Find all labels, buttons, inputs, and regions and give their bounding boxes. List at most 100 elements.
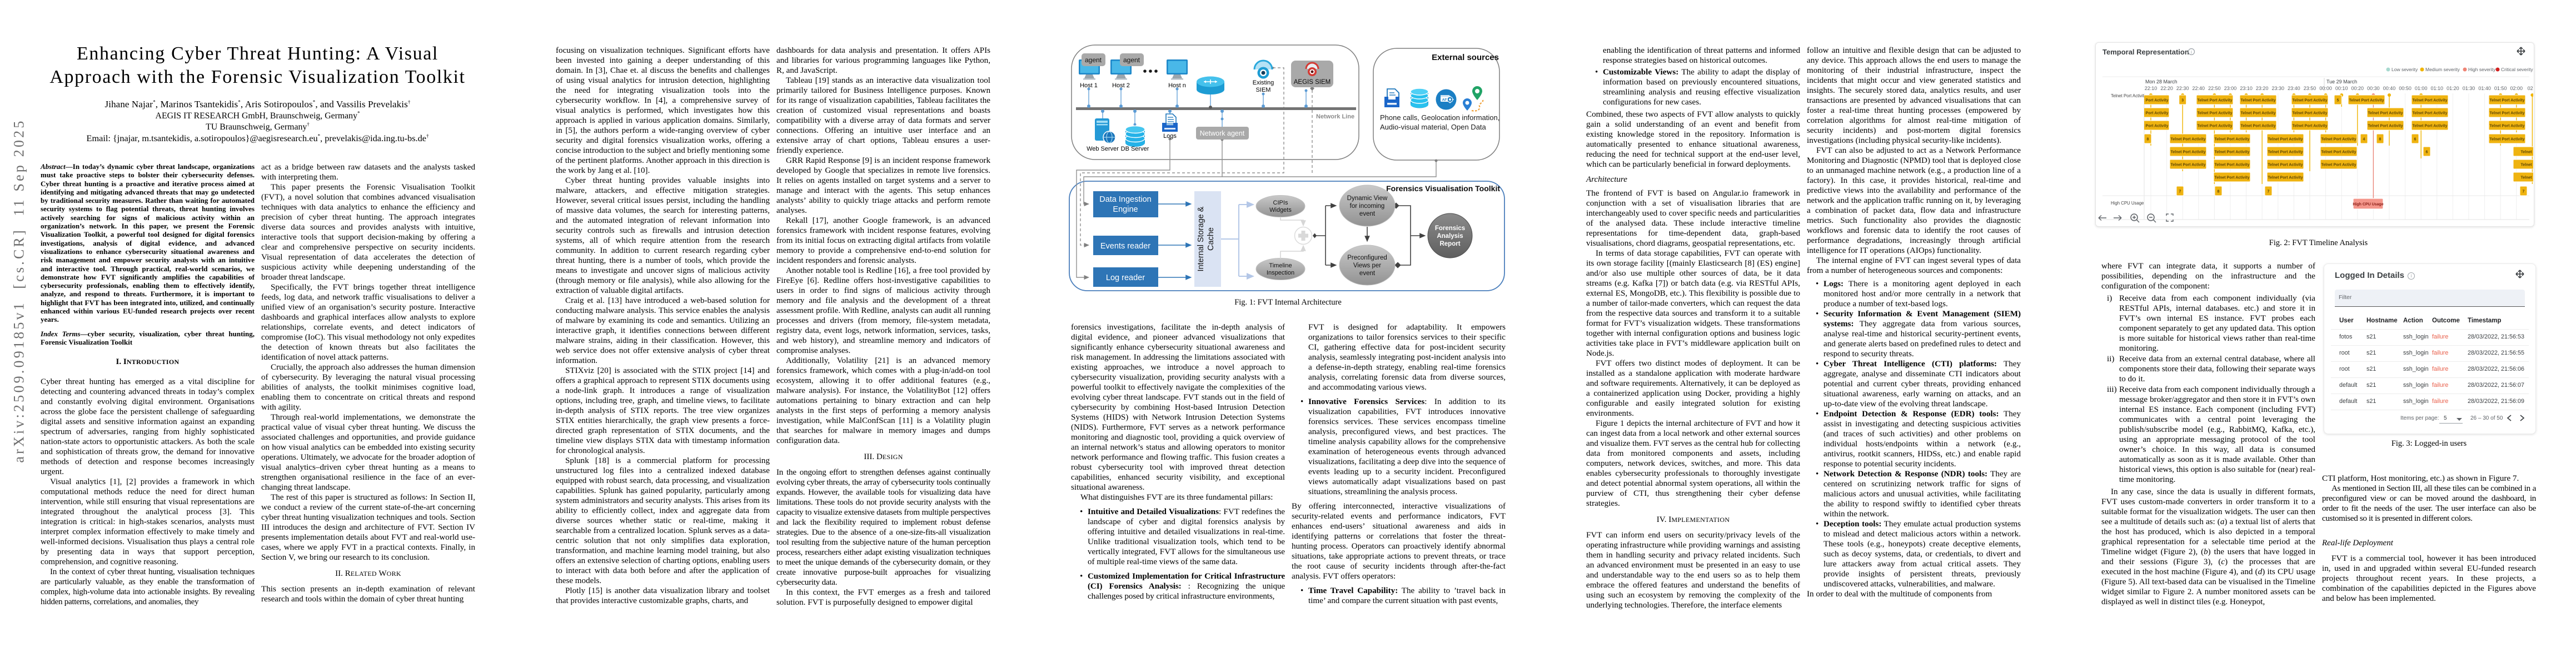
svg-text:Timeline: Timeline — [1269, 262, 1292, 269]
svg-text:Telnet Port Activity: Telnet Port Activity — [2197, 125, 2232, 128]
svg-text:Telnet Port Activity: Telnet Port Activity — [2368, 125, 2403, 128]
svg-text:Forensics: Forensics — [1435, 225, 1465, 232]
svg-text:00:30: 00:30 — [2367, 86, 2380, 91]
svg-text:Telnet Port Activity: Telnet Port Activity — [2133, 125, 2168, 128]
svg-text:02:00: 02:00 — [2510, 86, 2523, 91]
svg-text:23:30: 23:30 — [2272, 86, 2285, 91]
svg-text:Telnet Port Activity: Telnet Port Activity — [2321, 163, 2356, 167]
svg-text:5: 5 — [2337, 99, 2339, 103]
svg-text:Telnet Port Activity: Telnet Port Activity — [2197, 112, 2232, 116]
svg-text:for incoming: for incoming — [1350, 203, 1385, 210]
svg-text:Events reader: Events reader — [1100, 242, 1150, 251]
svg-text:Telnet Port Activity: Telnet Port Activity — [2292, 99, 2327, 103]
svg-text:7: 7 — [2179, 190, 2181, 194]
svg-text:Telnet Port Activity: Telnet Port Activity — [2170, 163, 2205, 167]
svg-text:7: 7 — [2523, 190, 2525, 194]
svg-text:Telnet Port Activity: Telnet Port Activity — [2240, 99, 2275, 103]
svg-text:02:1: 02:1 — [2528, 86, 2533, 91]
svg-text:Existing: Existing — [1253, 79, 1274, 86]
svg-text:Telnet Port Activity: Telnet Port Activity — [2170, 151, 2205, 155]
svg-text:Telnet Port Activity: Telnet Port Activity — [2240, 125, 2275, 128]
svg-text:Tue 29 March: Tue 29 March — [2326, 79, 2357, 84]
svg-text:DB Server: DB Server — [1121, 146, 1149, 152]
svg-text:01:10: 01:10 — [2431, 86, 2444, 91]
svg-text:i: i — [2191, 49, 2192, 55]
svg-text:23:00: 23:00 — [2224, 86, 2237, 91]
svg-text:Telnet Port Activity: Telnet Port Activity — [2268, 176, 2303, 180]
svg-text:Telnet Port Activity: Telnet Port Activity — [2214, 176, 2249, 180]
svg-text:01:50: 01:50 — [2494, 86, 2507, 91]
svg-text:Engine: Engine — [1113, 205, 1138, 214]
svg-text:CIPIs: CIPIs — [1273, 200, 1288, 206]
svg-text:SIEM: SIEM — [1256, 87, 1271, 93]
svg-text:00:20: 00:20 — [2351, 86, 2364, 91]
svg-text:23:50: 23:50 — [2304, 86, 2316, 91]
svg-text:Low severity: Low severity — [2391, 67, 2418, 72]
svg-text:Preconfigured: Preconfigured — [1347, 255, 1387, 261]
svg-text:00:00: 00:00 — [2319, 86, 2332, 91]
svg-text:Telnet Po: Telnet Po — [2521, 151, 2533, 155]
svg-text:23:20: 23:20 — [2256, 86, 2269, 91]
svg-text:23:40: 23:40 — [2288, 86, 2300, 91]
svg-text:Telnet Port Activity: Telnet Port Activity — [2412, 112, 2447, 116]
svg-text:event: event — [1359, 211, 1376, 217]
svg-text:Host 2: Host 2 — [1112, 82, 1130, 89]
svg-text:00:10: 00:10 — [2335, 86, 2348, 91]
svg-text:Telnet Port Activity: Telnet Port Activity — [2489, 112, 2524, 116]
svg-text:AEGIS SIEM: AEGIS SIEM — [1294, 79, 1331, 86]
svg-text:Telnet Port Activity: Telnet Port Activity — [2489, 99, 2524, 103]
svg-text:Cache: Cache — [1207, 227, 1215, 251]
svg-text:Telnet Port Activity: Telnet Port Activity — [2292, 125, 2327, 128]
svg-text:22:40: 22:40 — [2193, 86, 2205, 91]
svg-text:Telnet Port Activity: Telnet Port Activity — [2111, 93, 2146, 98]
svg-text:Telnet Port Activity: Telnet Port Activity — [2214, 163, 2249, 167]
svg-text:4: 4 — [2363, 138, 2365, 142]
svg-text:Telnet Po: Telnet Po — [2521, 163, 2533, 167]
svg-text:Telnet Port Activity: Telnet Port Activity — [2133, 112, 2168, 116]
svg-text:00:40: 00:40 — [2383, 86, 2396, 91]
svg-text:Inspection: Inspection — [1267, 270, 1294, 276]
svg-text:Telnet Port Activity: Telnet Port Activity — [2349, 99, 2384, 103]
svg-text:Data Ingestion: Data Ingestion — [1099, 195, 1152, 204]
svg-text:22:10: 22:10 — [2145, 86, 2158, 91]
svg-text:Widgets: Widgets — [1269, 207, 1292, 213]
svg-text:Log reader: Log reader — [1106, 273, 1145, 282]
svg-text:01:20: 01:20 — [2447, 86, 2459, 91]
svg-text:Telnet Port Activity: Telnet Port Activity — [2268, 138, 2303, 142]
svg-text:00:50: 00:50 — [2399, 86, 2411, 91]
svg-text:Report: Report — [1439, 241, 1460, 247]
svg-text:Telnet Port Activity: Telnet Port Activity — [2489, 138, 2524, 142]
svg-text:8: 8 — [2379, 138, 2381, 142]
svg-text:Web Server: Web Server — [1087, 146, 1119, 152]
svg-text:Telnet Port Activity: Telnet Port Activity — [2321, 138, 2356, 142]
svg-text:Network Line: Network Line — [1316, 113, 1354, 120]
svg-text:23:10: 23:10 — [2240, 86, 2253, 91]
svg-text:Telnet Port Activity: Telnet Port Activity — [2292, 112, 2327, 116]
svg-text:Telnet Port Activity: Telnet Port Activity — [2412, 125, 2447, 128]
svg-text:Forensics Visualisation Toolki: Forensics Visualisation Toolkit — [1386, 184, 1500, 193]
svg-text:Telnet Port Activity: Telnet Port Activity — [2197, 99, 2232, 103]
svg-text:High CPU Usage: High CPU Usage — [2353, 203, 2383, 207]
svg-text:Telnet Port Activity: Telnet Port Activity — [2214, 138, 2249, 142]
svg-text:Telnet Port Activity: Telnet Port Activity — [2489, 125, 2524, 128]
svg-text:Host n: Host n — [1168, 82, 1186, 89]
svg-text:Telnet Port Activity: Telnet Port Activity — [2133, 99, 2168, 103]
svg-text:Telnet Port Activity: Telnet Port Activity — [2170, 138, 2205, 142]
svg-text:6: 6 — [2426, 151, 2428, 155]
svg-text:22:30: 22:30 — [2176, 86, 2189, 91]
svg-text:Critical severity: Critical severity — [2501, 67, 2533, 72]
svg-text:API: API — [1442, 98, 1448, 102]
svg-text:Telnet Port Activity: Telnet Port Activity — [2268, 151, 2303, 155]
svg-text:High CPU Usage: High CPU Usage — [2111, 201, 2144, 206]
svg-text:External sources: External sources — [1432, 53, 1499, 62]
svg-text:Analysis: Analysis — [1437, 233, 1463, 240]
svg-text:Telnet Po: Telnet Po — [2521, 176, 2533, 180]
svg-text:Audio-visual material, Open Da: Audio-visual material, Open Data — [1380, 123, 1487, 131]
svg-text:agent: agent — [1123, 56, 1140, 64]
svg-text:agent: agent — [1085, 56, 1102, 64]
svg-text:Internal Storage &: Internal Storage & — [1197, 206, 1205, 271]
svg-text:Views per: Views per — [1353, 262, 1381, 269]
svg-text:01:30: 01:30 — [2463, 86, 2475, 91]
svg-text:8: 8 — [2147, 138, 2149, 142]
svg-text:Medium severity: Medium severity — [2425, 67, 2460, 72]
